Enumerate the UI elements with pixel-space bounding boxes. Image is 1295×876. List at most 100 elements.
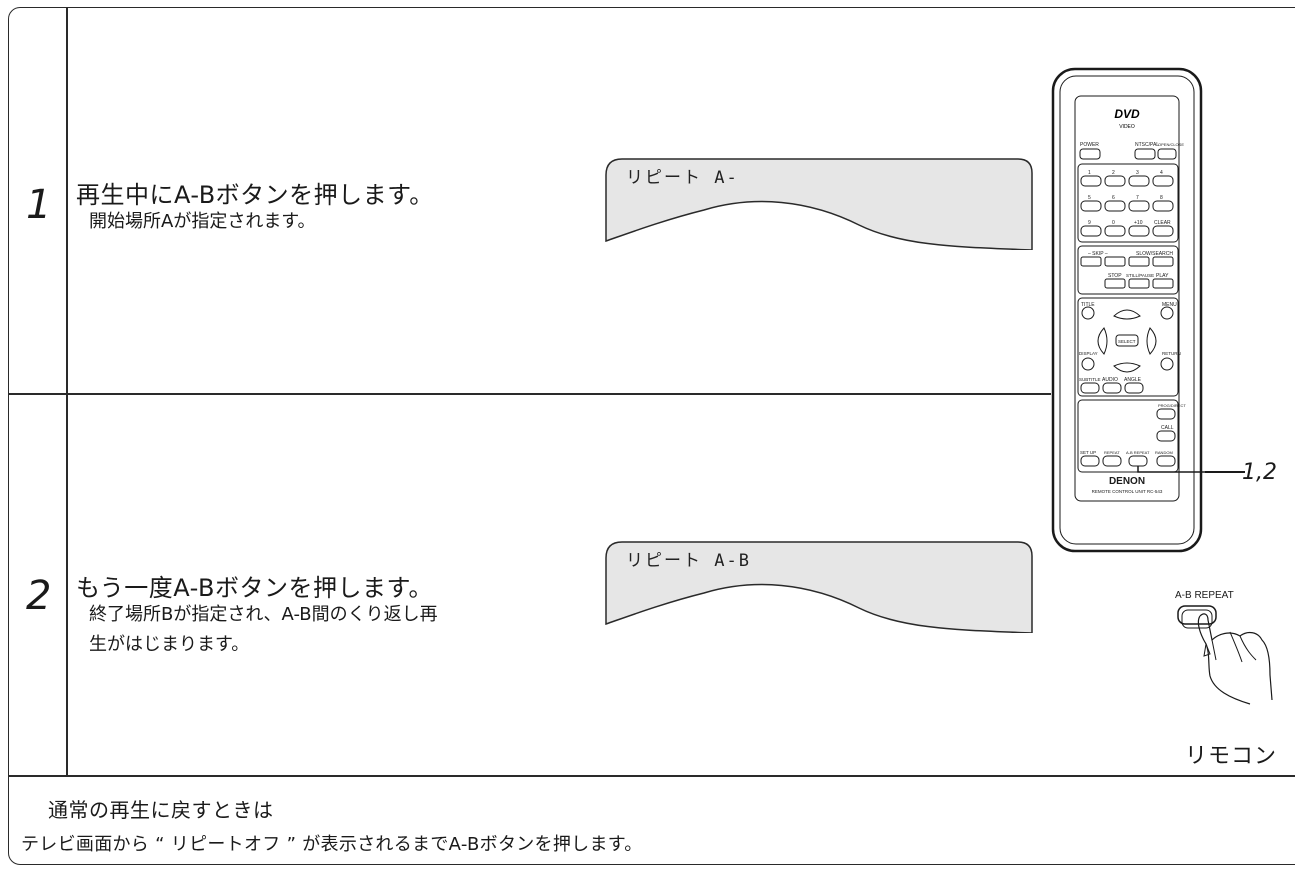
return-label: RETURN bbox=[1162, 351, 1181, 356]
column-divider bbox=[66, 8, 68, 775]
display-button[interactable] bbox=[1081, 357, 1095, 371]
remote-caption: リモコン bbox=[1185, 744, 1278, 769]
step-1-heading: 再生中にA-Bボタンを押します。 bbox=[76, 181, 434, 209]
menu-label: MENU bbox=[1162, 302, 1177, 308]
title-label: TITLE bbox=[1081, 302, 1095, 308]
call-label: CALL bbox=[1161, 425, 1174, 431]
callout-line-extension bbox=[1205, 471, 1245, 473]
right-button[interactable] bbox=[1146, 327, 1157, 355]
plus10-button[interactable] bbox=[1128, 225, 1150, 237]
repeat-label: REPEAT bbox=[1104, 450, 1120, 455]
display-shape bbox=[605, 541, 1033, 634]
digit-5-label: 5 bbox=[1088, 195, 1091, 201]
clear-button[interactable] bbox=[1152, 225, 1174, 237]
up-button[interactable] bbox=[1113, 309, 1141, 320]
set-up-label: SET UP bbox=[1080, 450, 1096, 455]
digit-4-label: 4 bbox=[1160, 170, 1163, 176]
callout-label: 1,2 bbox=[1242, 460, 1277, 485]
skip-label: – SKIP – bbox=[1088, 251, 1108, 257]
search-forward-button[interactable] bbox=[1152, 256, 1174, 267]
open-close-label: OPEN/CLOSE bbox=[1158, 142, 1184, 147]
power-button[interactable] bbox=[1079, 148, 1101, 160]
digit-3-button[interactable] bbox=[1128, 175, 1150, 187]
closeup-button-label: A-B REPEAT bbox=[1175, 590, 1234, 601]
step-2-description-line2: 生がはじまります。 bbox=[89, 634, 250, 655]
ab-repeat-label: A-B REPEAT bbox=[1126, 450, 1150, 455]
hand-pressing-button-illustration bbox=[1177, 605, 1273, 705]
ab-repeat-closeup-button bbox=[1177, 605, 1217, 625]
step-2-number: 2 bbox=[26, 573, 52, 619]
select-button[interactable] bbox=[1115, 334, 1139, 347]
stop-label: STOP bbox=[1108, 273, 1122, 279]
digit-4-button[interactable] bbox=[1152, 175, 1174, 187]
play-label: PLAY bbox=[1156, 273, 1169, 279]
plus10-label: +10 bbox=[1134, 220, 1143, 226]
subtitle-button[interactable] bbox=[1080, 382, 1100, 394]
step-1-number: 1 bbox=[26, 182, 52, 228]
subtitle-label: SUBTITLE bbox=[1079, 377, 1101, 382]
display-shape bbox=[605, 158, 1033, 251]
step-divider bbox=[8, 393, 1051, 395]
digit-2-label: 2 bbox=[1112, 170, 1115, 176]
dvd-logo-sub: VIDEO bbox=[1119, 124, 1135, 130]
digit-8-button[interactable] bbox=[1152, 200, 1174, 212]
digit-9-label: 9 bbox=[1088, 220, 1091, 226]
skip-forward-button[interactable] bbox=[1104, 256, 1126, 267]
step-2-display-text: リピート A-B bbox=[626, 551, 751, 571]
digit-6-button[interactable] bbox=[1104, 200, 1126, 212]
menu-button[interactable] bbox=[1160, 306, 1174, 320]
digit-0-button[interactable] bbox=[1104, 225, 1126, 237]
digit-7-label: 7 bbox=[1136, 195, 1139, 201]
angle-label: ANGLE bbox=[1124, 377, 1142, 383]
step-1-description: 開始場所Aが指定されます。 bbox=[89, 211, 316, 232]
digit-7-button[interactable] bbox=[1128, 200, 1150, 212]
step-2-description-line1: 終了場所Bが指定され、A-B間のくり返し再 bbox=[89, 604, 438, 625]
stop-button[interactable] bbox=[1104, 278, 1126, 289]
random-button[interactable] bbox=[1156, 455, 1176, 467]
down-button[interactable] bbox=[1113, 362, 1141, 373]
skip-back-button[interactable] bbox=[1080, 256, 1102, 267]
prog-direct-button[interactable] bbox=[1156, 408, 1176, 420]
clear-label: CLEAR bbox=[1154, 220, 1171, 226]
digit-1-label: 1 bbox=[1088, 170, 1091, 176]
digit-8-label: 8 bbox=[1160, 195, 1163, 201]
ntsc-pal-button[interactable] bbox=[1134, 148, 1156, 160]
page-frame bbox=[8, 7, 1295, 865]
power-label: POWER bbox=[1080, 142, 1099, 148]
search-back-button[interactable] bbox=[1128, 256, 1150, 267]
return-button[interactable] bbox=[1160, 357, 1174, 371]
still-pause-label: STILL/PAUSE bbox=[1126, 273, 1154, 278]
random-label: RANDOM bbox=[1155, 450, 1173, 455]
still-pause-button[interactable] bbox=[1128, 278, 1150, 289]
select-label: SELECT bbox=[1118, 339, 1136, 344]
dvd-logo: DVD bbox=[1114, 107, 1140, 121]
set-up-button[interactable] bbox=[1080, 455, 1100, 467]
footer-description: テレビ画面から “ リピートオフ ” が表示されるまでA-Bボタンを押します。 bbox=[21, 834, 643, 855]
step-2-heading: もう一度A-Bボタンを押します。 bbox=[76, 574, 434, 602]
play-button[interactable] bbox=[1152, 278, 1174, 289]
angle-button[interactable] bbox=[1124, 382, 1144, 394]
digit-6-label: 6 bbox=[1112, 195, 1115, 201]
digit-1-button[interactable] bbox=[1080, 175, 1102, 187]
step-1-display-text: リピート A- bbox=[626, 168, 739, 188]
open-close-button[interactable] bbox=[1157, 148, 1177, 160]
left-button[interactable] bbox=[1097, 327, 1108, 355]
digit-2-button[interactable] bbox=[1104, 175, 1126, 187]
digit-9-button[interactable] bbox=[1080, 225, 1102, 237]
digit-0-label: 0 bbox=[1112, 220, 1115, 226]
model-label: REMOTE CONTROL UNIT RC-543 bbox=[1092, 489, 1163, 494]
prog-direct-label: PROG/DIRECT bbox=[1158, 403, 1186, 408]
callout-line bbox=[1137, 466, 1205, 473]
audio-label: AUDIO bbox=[1102, 377, 1118, 383]
step-2-display: リピート A-B bbox=[604, 538, 1036, 634]
display-label: DISPLAY bbox=[1079, 351, 1098, 356]
step-1-display: リピート A- bbox=[604, 155, 1036, 251]
title-button[interactable] bbox=[1081, 306, 1095, 320]
repeat-button[interactable] bbox=[1102, 455, 1122, 467]
call-button[interactable] bbox=[1156, 430, 1176, 442]
audio-button[interactable] bbox=[1102, 382, 1122, 394]
footer-divider bbox=[8, 775, 1295, 777]
remote-control: DVD VIDEO POWER NTSC/PAL OPEN/CLOSE 1 2 … bbox=[1051, 67, 1205, 553]
brand-logo: DENON bbox=[1109, 476, 1145, 487]
digit-5-button[interactable] bbox=[1080, 200, 1102, 212]
